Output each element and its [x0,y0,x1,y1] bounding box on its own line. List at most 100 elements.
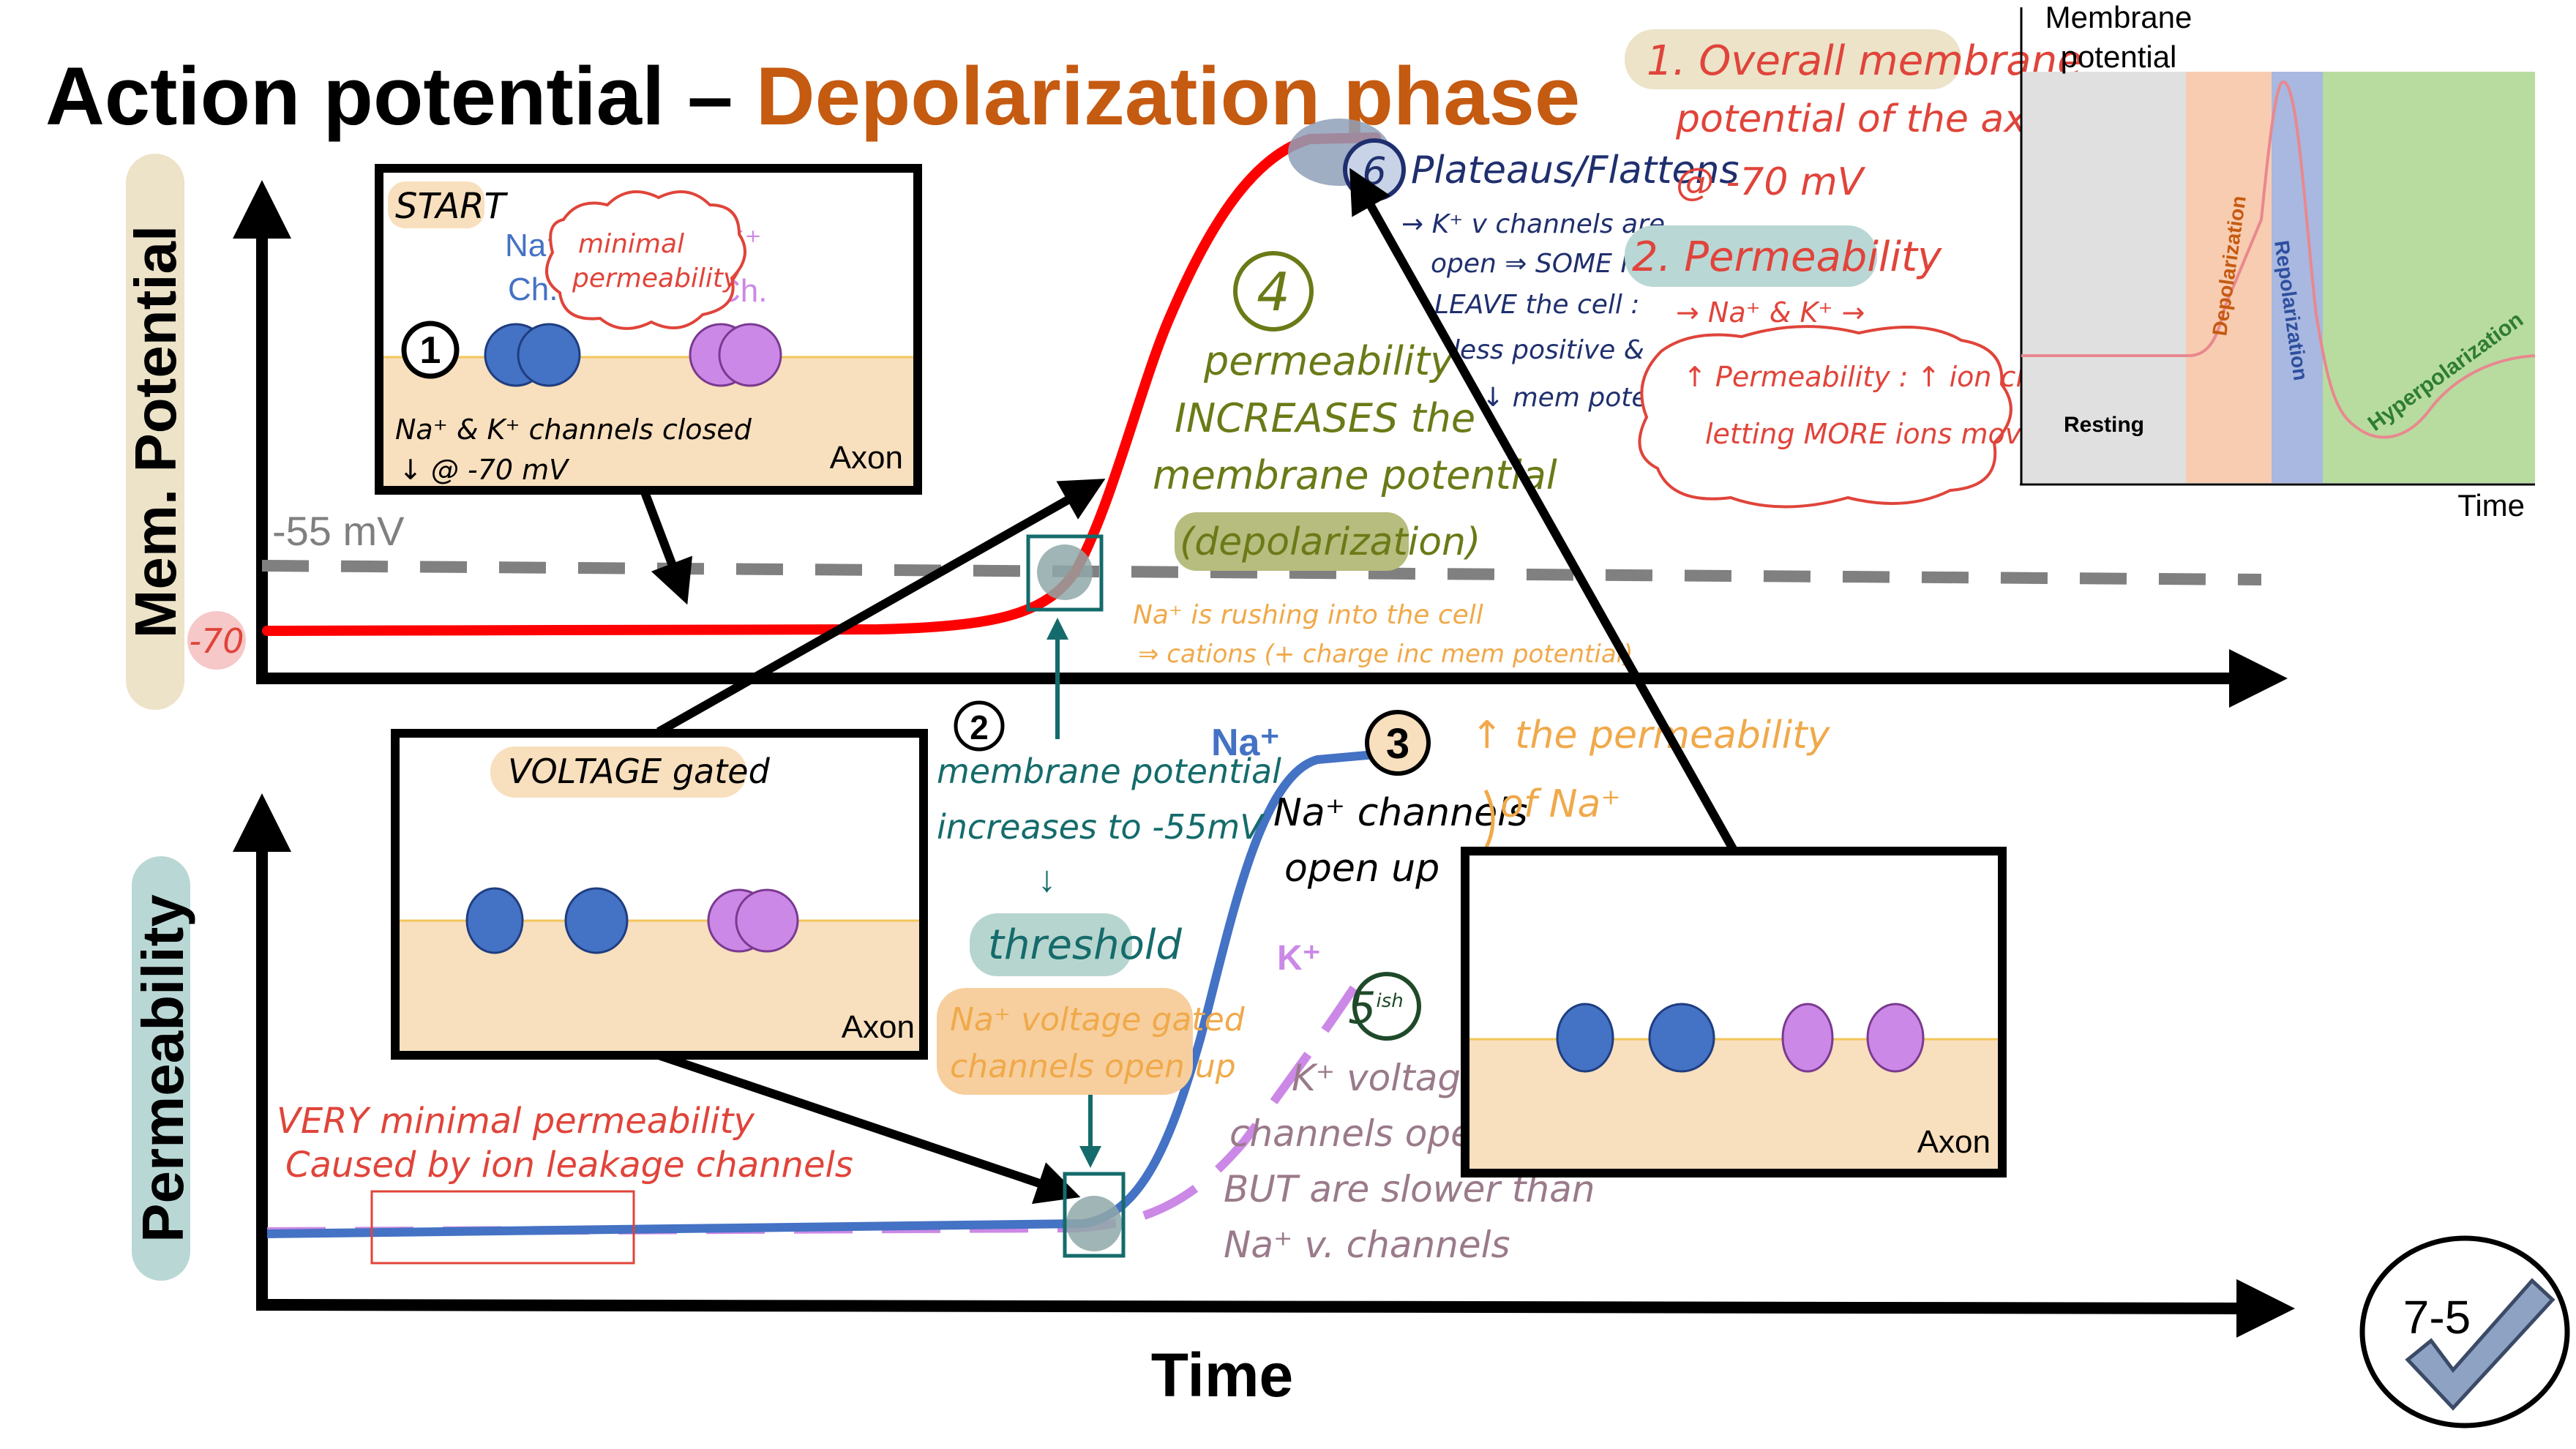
step-5-badge [1352,972,1421,1041]
threshold-label: -55 mV [272,508,405,554]
start-tag-bg [388,181,484,228]
membrane-potential-curve [262,132,1381,636]
depolarization-tag-bg [1175,512,1409,571]
voltage-axon-label: Axon [842,1009,915,1045]
inset-xlabel: Time [2457,488,2525,523]
time-axis-label: Time [1151,1341,1294,1409]
step6-line1: → K⁺ v channels are [1401,209,1665,239]
page-title: Action potential – Depolarization phase [45,50,1580,142]
step-5-sup: ish [1376,990,1403,1012]
sodium-channel-icon [465,887,524,954]
threshold-tag-bg [970,913,1132,976]
na-permeability-curve [266,749,1384,1238]
note1-tag-bg [1625,29,1961,89]
note2-tag-bg [1625,225,1877,287]
start-caption-line2: ↓ @ -70 mV [399,454,570,486]
step2-open-line1: Na⁺ voltage gated [950,1001,1246,1038]
inset-phase-resting: Resting [2064,413,2144,437]
note1-line2: potential of the axon [1675,97,2074,141]
step6-line2: open ⇒ SOME K⁺ [1431,249,1652,279]
resting-marker [187,611,246,670]
step3-na-label: Na⁺ [1211,722,1280,764]
note2-line1: → Na⁺ & K⁺ → [1676,296,1865,329]
step6-title: Plateaus/Flattens [1411,149,1740,192]
sodium-channel-icon [517,323,581,387]
leak-highlight-box [370,1190,635,1265]
potassium-channel-icon [718,323,782,387]
note1-line1: 1. Overall membrane [1647,37,2083,85]
mem-potential-axis-label: Mem. Potential [123,225,188,639]
step5-line1: K⁺ voltage [1292,1057,1483,1099]
progress-badge: 7-5 [2359,1235,2570,1429]
na-open-tag-bg [937,988,1193,1095]
inset-hyperpolarization-band [2323,72,2535,483]
step-2-badge [954,700,1005,752]
inset-action-potential-curve [2021,80,2536,439]
sodium-channel-icon [1556,1003,1614,1073]
voltage-to-threshold-arrow [656,479,1106,736]
note1-line3: @ -70 mV [1676,160,1866,204]
k-permeability-curve [266,985,1358,1236]
step4-line1: permeability [1203,338,1454,384]
permeability-axes [233,793,2295,1338]
step2-open-line2: channels open up [950,1048,1236,1085]
step5-line4: Na⁺ v. channels [1224,1224,1510,1266]
potassium-channel-icon [1866,1003,1925,1073]
sodium-channel-icon [564,887,629,954]
step6-line3: LEAVE the cell : [1434,290,1640,320]
threshold-crossing-box [1026,534,1104,612]
sodium-channel-icon [1648,1003,1715,1073]
potassium-channel-icon [1781,1003,1834,1073]
channels-open-panel: Axon [1461,847,2007,1177]
note2-bubble [1638,325,2012,509]
title-accent: Depolarization phase [756,50,1580,142]
step5-k-label: K⁺ [1277,939,1321,978]
perm-note-line2: of Na⁺ [1500,782,1621,826]
membrane-potential-axes [233,180,2288,708]
permeability-label-bg [132,856,190,1281]
check-icon [2405,1278,2556,1411]
step-3-badge [1365,710,1431,776]
step-5-num: 5 [1348,983,1376,1034]
note2-title: 2. Permeability [1632,233,1942,281]
start-panel: START Na⁺ Ch. K⁺ Ch. minimal permeabilit… [375,164,922,495]
voltage-to-permeability-arrow [657,1051,1081,1205]
threshold-crossing-dot [1037,544,1093,600]
start-axon-region [383,357,913,486]
step-1-number: 1 [420,329,441,372]
perm-note-line1: ↑ the permeability [1471,714,1831,757]
step-5-number: 5ish [1348,983,1403,1034]
inset-chart: Membrane potential Time Resting Depolari… [2020,0,2536,523]
step3-line1: Na⁺ channels [1273,791,1528,835]
step-3-number: 3 [1386,720,1409,768]
step4-line3: membrane potential [1153,452,1557,498]
inset-ylabel-line1: Membrane [2045,0,2193,34]
open-axon-label: Axon [1917,1124,1991,1160]
voltage-tag: VOLTAGE gated [508,752,771,791]
title-main: Action potential – [45,50,756,142]
step2-line1: membrane potential [937,752,1281,791]
permeability-axis-label: Permeability [130,894,195,1243]
step-4-number: 4 [1257,261,1290,323]
voltage-tag-bg [490,746,746,798]
resting-label: -70 [189,621,244,661]
permeability-crossing-box [1063,1172,1126,1258]
leak-note-line1: VERY minimal permeability [277,1101,755,1142]
leak-note-line2: Caused by ion leakage channels [285,1145,853,1186]
step-4-badge [1233,251,1314,332]
mem-potential-label-bg [126,154,184,710]
start-tag: START [395,186,509,227]
inset-depolarization-band [2186,72,2272,483]
start-bubble-line2: permeability [572,263,739,293]
step-2-number: 2 [970,708,989,746]
step4-note2: ⇒ cations (+ charge inc mem potential) [1138,640,1633,669]
permeability-crossing-dot [1066,1196,1122,1251]
badge-label: 7-5 [2403,1291,2471,1344]
step4-line4: (depolarization) [1180,520,1480,564]
threshold-line [261,560,2262,585]
step2-arrow: ↓ [1038,858,1056,899]
step2-line2: increases to -55mV [937,807,1265,847]
start-caption-line1: Na⁺ & K⁺ channels closed [395,413,752,446]
note2-line3: letting MORE ions move [1705,418,2039,450]
